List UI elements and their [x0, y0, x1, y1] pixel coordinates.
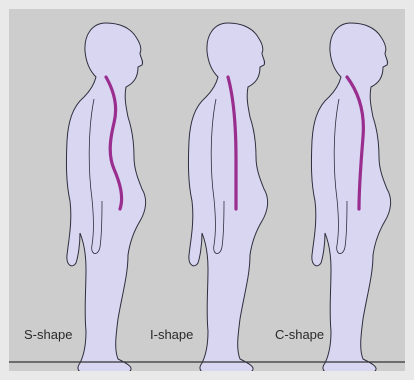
figure-label-s-shape: S-shape — [24, 327, 72, 342]
body-silhouette — [311, 23, 390, 371]
posture-diagram — [9, 9, 405, 371]
figure-label-c-shape: C-shape — [275, 327, 324, 342]
figure-label-i-shape: I-shape — [150, 327, 193, 342]
diagram-panel: S-shape I-shape C-shape — [9, 9, 405, 371]
figure-s-shape — [66, 23, 145, 371]
body-silhouette — [66, 23, 145, 371]
figure-c-shape — [311, 23, 390, 371]
figure-i-shape — [188, 23, 267, 371]
body-silhouette — [188, 23, 267, 371]
